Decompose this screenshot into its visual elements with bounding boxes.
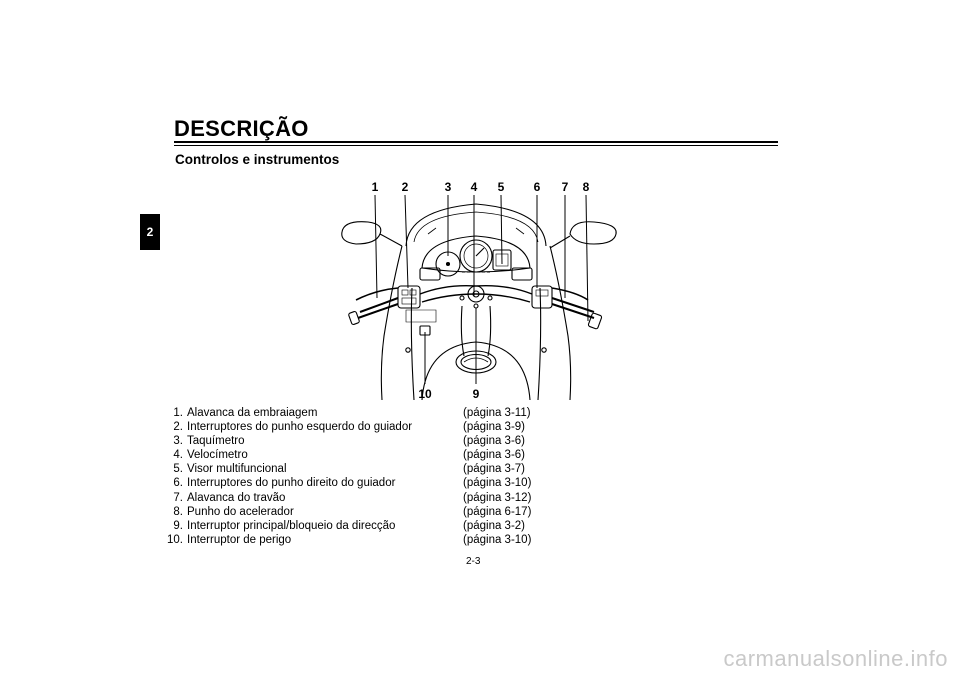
hazard-switch bbox=[419, 325, 431, 336]
legend-label: Interruptor principal/bloqueio da direcç… bbox=[187, 519, 396, 532]
motorcycle-controls-illustration: 1 2 3 4 5 6 7 8 10 9 bbox=[336, 176, 626, 402]
legend-label: Interruptor de perigo bbox=[187, 533, 292, 546]
legend-page-ref: (página 6-17) bbox=[463, 505, 532, 518]
legend-item: 2. Interruptores do punho esquerdo do gu… bbox=[166, 420, 566, 434]
legend-item: 5. Visor multifuncional (página 3-7) bbox=[166, 462, 566, 476]
callout-2: 2 bbox=[402, 180, 409, 194]
legend-page-ref: (página 3-12) bbox=[463, 491, 532, 504]
callout-9: 9 bbox=[473, 387, 480, 401]
parts-legend: 1. Alavanca da embraiagem (página 3-11) … bbox=[166, 406, 566, 547]
instrument-cluster bbox=[421, 235, 531, 277]
legend-item: 9. Interruptor principal/bloqueio da dir… bbox=[166, 519, 566, 533]
chapter-tab: 2 bbox=[140, 214, 160, 250]
callout-4: 4 bbox=[471, 180, 478, 194]
legend-label: Velocímetro bbox=[187, 449, 248, 462]
title-rule bbox=[174, 141, 778, 146]
legend-label: Alavanca da embraiagem bbox=[187, 407, 318, 419]
callout-6: 6 bbox=[534, 180, 541, 194]
legend-label: Punho do acelerador bbox=[187, 505, 294, 518]
legend-label: Interruptores do punho esquerdo do guiad… bbox=[187, 421, 413, 434]
legend-label: Visor multifuncional bbox=[187, 463, 287, 476]
legend-item: 1. Alavanca da embraiagem (página 3-11) bbox=[166, 406, 566, 420]
callout-10: 10 bbox=[418, 387, 432, 401]
legend-item: 3. Taquímetro (página 3-6) bbox=[166, 434, 566, 448]
legend-page-ref: (página 3-7) bbox=[463, 463, 526, 476]
callout-3: 3 bbox=[445, 180, 452, 194]
legend-label: Taquímetro bbox=[187, 435, 245, 448]
watermark: carmanualsonline.info bbox=[723, 646, 948, 671]
callout-8: 8 bbox=[583, 180, 590, 194]
section-title: Controlos e instrumentos bbox=[175, 152, 340, 167]
legend-page-ref: (página 3-6) bbox=[463, 435, 526, 448]
legend-page-ref: (página 3-11) bbox=[463, 407, 531, 419]
callout-7: 7 bbox=[562, 180, 569, 194]
legend-number: 6. bbox=[173, 477, 183, 490]
legend-page-ref: (página 3-6) bbox=[463, 449, 526, 462]
legend-item: 4. Velocímetro (página 3-6) bbox=[166, 448, 566, 462]
main-switch bbox=[459, 285, 493, 309]
left-switch-block bbox=[397, 285, 421, 309]
left-mirror bbox=[341, 221, 403, 247]
legend-item: 7. Alavanca do travão (página 3-12) bbox=[166, 491, 566, 505]
legend-number: 5. bbox=[173, 463, 183, 476]
legend-number: 3. bbox=[173, 435, 183, 448]
legend-number: 4. bbox=[173, 449, 183, 462]
legend-page-ref: (página 3-10) bbox=[463, 477, 532, 490]
right-mirror bbox=[549, 221, 617, 249]
legend-page-ref: (página 3-2) bbox=[463, 519, 526, 532]
legend-number: 9. bbox=[173, 519, 183, 532]
legend-label: Alavanca do travão bbox=[187, 491, 286, 504]
legend-item: 10. Interruptor de perigo (página 3-10) bbox=[166, 533, 566, 547]
callout-1: 1 bbox=[372, 180, 379, 194]
legend-page-ref: (página 3-10) bbox=[463, 533, 532, 546]
fuel-cap bbox=[455, 350, 497, 374]
legend-number: 10. bbox=[167, 533, 183, 546]
page-title: DESCRIÇÃO bbox=[174, 116, 309, 141]
legend-number: 7. bbox=[173, 491, 183, 504]
legend-number: 8. bbox=[173, 505, 183, 518]
legend-page-ref: (página 3-9) bbox=[463, 421, 526, 434]
legend-number: 2. bbox=[173, 421, 183, 434]
legend-item: 8. Punho do acelerador (página 6-17) bbox=[166, 505, 566, 519]
page-number: 2-3 bbox=[466, 556, 481, 567]
legend-number: 1. bbox=[173, 407, 183, 419]
callout-5: 5 bbox=[498, 180, 505, 194]
legend-label: Interruptores do punho direito do guiado… bbox=[187, 477, 396, 490]
legend-item: 6. Interruptores do punho direito do gui… bbox=[166, 476, 566, 490]
right-switch-block bbox=[531, 285, 553, 309]
